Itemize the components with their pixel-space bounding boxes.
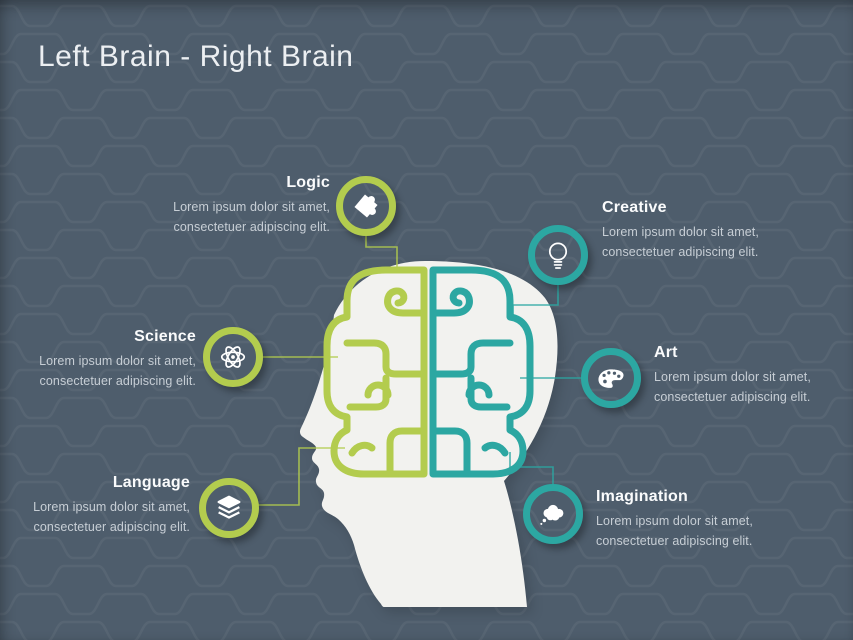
item-creative-description: Lorem ipsum dolor sit amet, consectetuer… <box>602 225 759 259</box>
art-badge <box>581 348 641 408</box>
slide-title: Left Brain - Right Brain <box>38 40 354 73</box>
item-imagination-label: Imagination <box>596 488 688 505</box>
brain-left-half <box>323 266 428 478</box>
creative-badge <box>528 225 588 285</box>
item-art: Art Lorem ipsum dolor sit amet, consecte… <box>654 344 853 407</box>
connector-imagination <box>509 452 554 485</box>
item-art-label: Art <box>654 344 678 361</box>
connector-logic <box>365 236 398 273</box>
science-badge <box>203 327 263 387</box>
item-logic-label: Logic <box>286 174 330 191</box>
item-science: Science Lorem ipsum dolor sit amet, cons… <box>6 328 196 391</box>
item-language-label: Language <box>112 474 190 491</box>
item-imagination-description: Lorem ipsum dolor sit amet, consectetuer… <box>596 514 753 548</box>
item-science-label: Science <box>134 328 196 345</box>
atom-icon <box>220 346 246 368</box>
item-language-description: Lorem ipsum dolor sit amet, consectetuer… <box>33 500 190 534</box>
head-silhouette <box>299 261 558 607</box>
item-imagination: Imagination Lorem ipsum dolor sit amet, … <box>596 488 811 551</box>
item-science-description: Lorem ipsum dolor sit amet, consectetuer… <box>39 354 196 388</box>
imagination-badge <box>523 484 583 544</box>
connector-language <box>258 447 345 506</box>
lightbulb-icon <box>548 242 568 269</box>
item-creative-label: Creative <box>602 199 667 216</box>
puzzle-icon <box>354 194 378 218</box>
logic-badge <box>336 176 396 236</box>
item-language: Language Lorem ipsum dolor sit amet, con… <box>0 474 190 537</box>
item-logic-description: Lorem ipsum dolor sit amet, consectetuer… <box>173 200 330 234</box>
item-art-description: Lorem ipsum dolor sit amet, consectetuer… <box>654 370 811 404</box>
item-creative: Creative Lorem ipsum dolor sit amet, con… <box>602 199 802 262</box>
language-badge <box>199 478 259 538</box>
books-icon <box>217 495 241 519</box>
thought-cloud-icon <box>540 504 564 525</box>
item-logic: Logic Lorem ipsum dolor sit amet, consec… <box>140 174 330 237</box>
palette-icon <box>598 369 624 388</box>
